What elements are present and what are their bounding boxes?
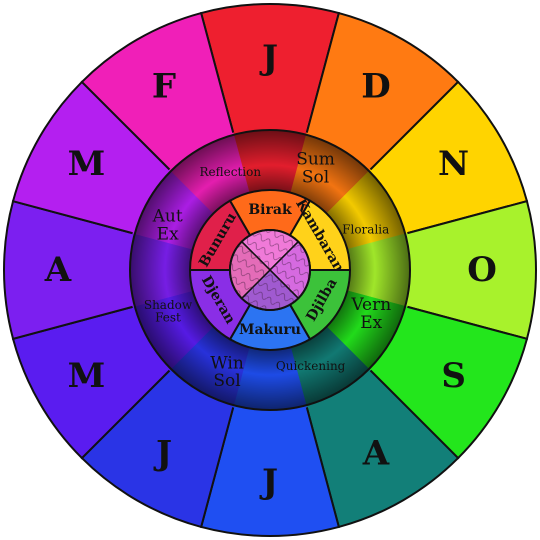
month-label: J (259, 462, 278, 502)
festival-label-line: Ex (157, 224, 179, 244)
festival-label-line: Sol (302, 168, 329, 188)
festival-label: Quickening (276, 359, 346, 373)
month-label: M (68, 356, 106, 396)
month-label: J (259, 38, 278, 78)
center-pattern (230, 230, 310, 310)
festival-label-line: Quickening (276, 359, 346, 373)
season-label: Makuru (239, 322, 301, 338)
month-label: S (441, 356, 466, 396)
month-label: D (361, 66, 390, 106)
festival-label-line: Win (210, 353, 244, 373)
month-label: O (467, 250, 497, 290)
festival-label-line: Shadow (144, 298, 193, 312)
festival-label: Reflection (200, 165, 262, 179)
month-label: N (438, 144, 469, 184)
season-label: Birak (248, 202, 292, 218)
festival-label-line: Aut (152, 206, 183, 226)
festival-label: Floralia (342, 223, 389, 237)
month-label: A (44, 250, 72, 290)
center-outline (229, 229, 311, 311)
center-medallion (229, 229, 311, 311)
festival-label-line: Fest (155, 311, 181, 325)
month-label: F (152, 66, 176, 106)
month-label: M (68, 144, 106, 184)
festival-label-line: Vern (350, 295, 391, 315)
festival-label-line: Reflection (200, 165, 262, 179)
festival-label-line: Floralia (342, 223, 389, 237)
festival-label-line: Ex (360, 313, 382, 333)
festival-outline (129, 129, 411, 411)
month-label: J (153, 434, 172, 474)
festival-label-line: Sum (296, 150, 335, 170)
month-label: A (362, 434, 390, 474)
festival-label-line: Sol (213, 371, 240, 391)
